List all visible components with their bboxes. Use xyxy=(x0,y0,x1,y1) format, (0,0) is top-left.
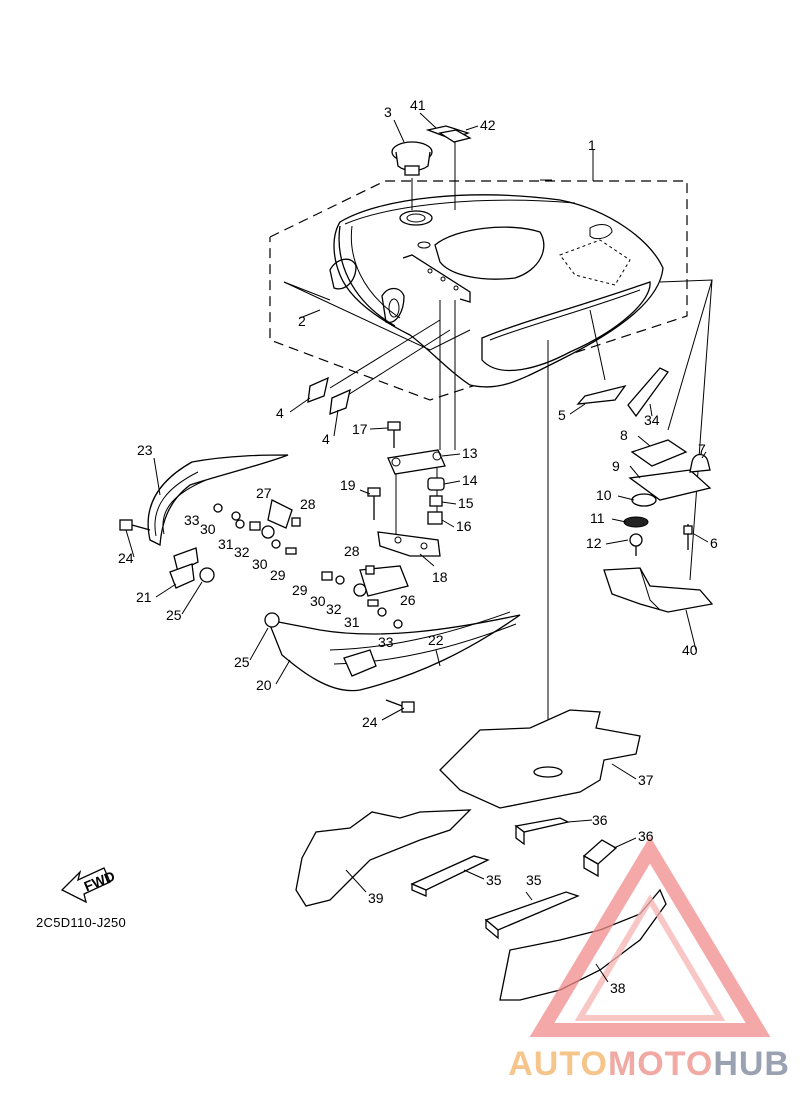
callout-number: 3 xyxy=(384,104,392,120)
callout-number: 29 xyxy=(292,582,308,598)
callout-number: 5 xyxy=(558,407,566,423)
foam-blocks xyxy=(410,817,618,940)
callout-labels: 1 2 3 4 4 5 6 7 8 9 10 11 12 13 14 15 16… xyxy=(118,97,718,996)
callout-number: 28 xyxy=(344,543,360,559)
callout-number: 19 xyxy=(340,477,356,493)
watermark-logo xyxy=(529,836,771,1037)
callout-number: 2 xyxy=(298,313,306,329)
callout-number: 29 xyxy=(270,567,286,583)
callout-leaders xyxy=(125,112,709,983)
callout-number: 4 xyxy=(322,431,330,447)
tank-pad-37 xyxy=(439,709,641,809)
callout-number: 32 xyxy=(326,601,342,617)
callout-number: 28 xyxy=(300,496,316,512)
fwd-arrow-icon: FWD xyxy=(60,867,118,904)
left-cover-lower xyxy=(264,611,521,713)
callout-number: 14 xyxy=(462,472,478,488)
callout-number: 9 xyxy=(612,458,620,474)
callout-number: 33 xyxy=(378,634,394,650)
callout-number: 30 xyxy=(200,521,216,537)
callout-number: 11 xyxy=(590,510,605,526)
callout-number: 26 xyxy=(400,592,416,608)
part-code: 2C5D110-J250 xyxy=(36,915,127,930)
callout-number: 30 xyxy=(310,593,326,609)
callout-number: 25 xyxy=(166,607,182,623)
callout-number: 24 xyxy=(362,714,378,730)
watermark-text: AUTOMOTOHUB xyxy=(508,1045,790,1083)
small-decals xyxy=(307,367,669,418)
decal-41-42 xyxy=(425,125,472,143)
callout-number: 36 xyxy=(592,812,608,828)
callout-number: 22 xyxy=(428,632,444,648)
callout-number: 37 xyxy=(638,772,654,788)
callout-number: 30 xyxy=(252,556,268,572)
callout-number: 38 xyxy=(610,980,626,996)
callout-number: 39 xyxy=(368,890,384,906)
callout-number: 7 xyxy=(698,441,706,457)
callout-number: 35 xyxy=(486,872,502,888)
callout-number: 15 xyxy=(458,495,474,511)
callout-number: 8 xyxy=(620,427,628,443)
pad-38 xyxy=(499,888,667,1001)
callout-number: 35 xyxy=(526,872,542,888)
callout-number: 40 xyxy=(682,642,698,658)
callout-number: 17 xyxy=(352,421,368,437)
fwd-label: FWD xyxy=(82,868,118,895)
callout-number: 32 xyxy=(234,544,250,560)
callout-number: 21 xyxy=(136,589,152,605)
callout-number: 4 xyxy=(276,405,284,421)
callout-number: 12 xyxy=(586,535,602,551)
callout-number: 42 xyxy=(480,117,496,133)
callout-number: 25 xyxy=(234,654,250,670)
callout-number: 18 xyxy=(432,569,448,585)
rear-mount-bracket xyxy=(367,421,446,557)
callout-number: 33 xyxy=(184,512,200,528)
callout-number: 31 xyxy=(344,614,360,630)
callout-number: 23 xyxy=(137,442,153,458)
callout-number: 24 xyxy=(118,550,134,566)
callout-number: 31 xyxy=(218,536,234,552)
callout-number: 6 xyxy=(710,535,718,551)
callout-number: 20 xyxy=(256,677,272,693)
callout-number: 16 xyxy=(456,518,472,534)
callout-number: 36 xyxy=(638,828,654,844)
callout-number: 27 xyxy=(256,485,272,501)
fuel-tank xyxy=(269,180,688,401)
callout-number: 10 xyxy=(596,487,612,503)
callout-number: 13 xyxy=(462,445,478,461)
callout-number: 1 xyxy=(588,137,596,153)
callout-number: 34 xyxy=(644,412,660,428)
fuel-cap xyxy=(391,141,433,176)
right-mount xyxy=(603,439,714,613)
callout-number: 41 xyxy=(410,97,426,113)
small-hardware xyxy=(213,499,409,629)
left-cover-upper xyxy=(119,454,289,589)
pad-39 xyxy=(295,809,472,907)
